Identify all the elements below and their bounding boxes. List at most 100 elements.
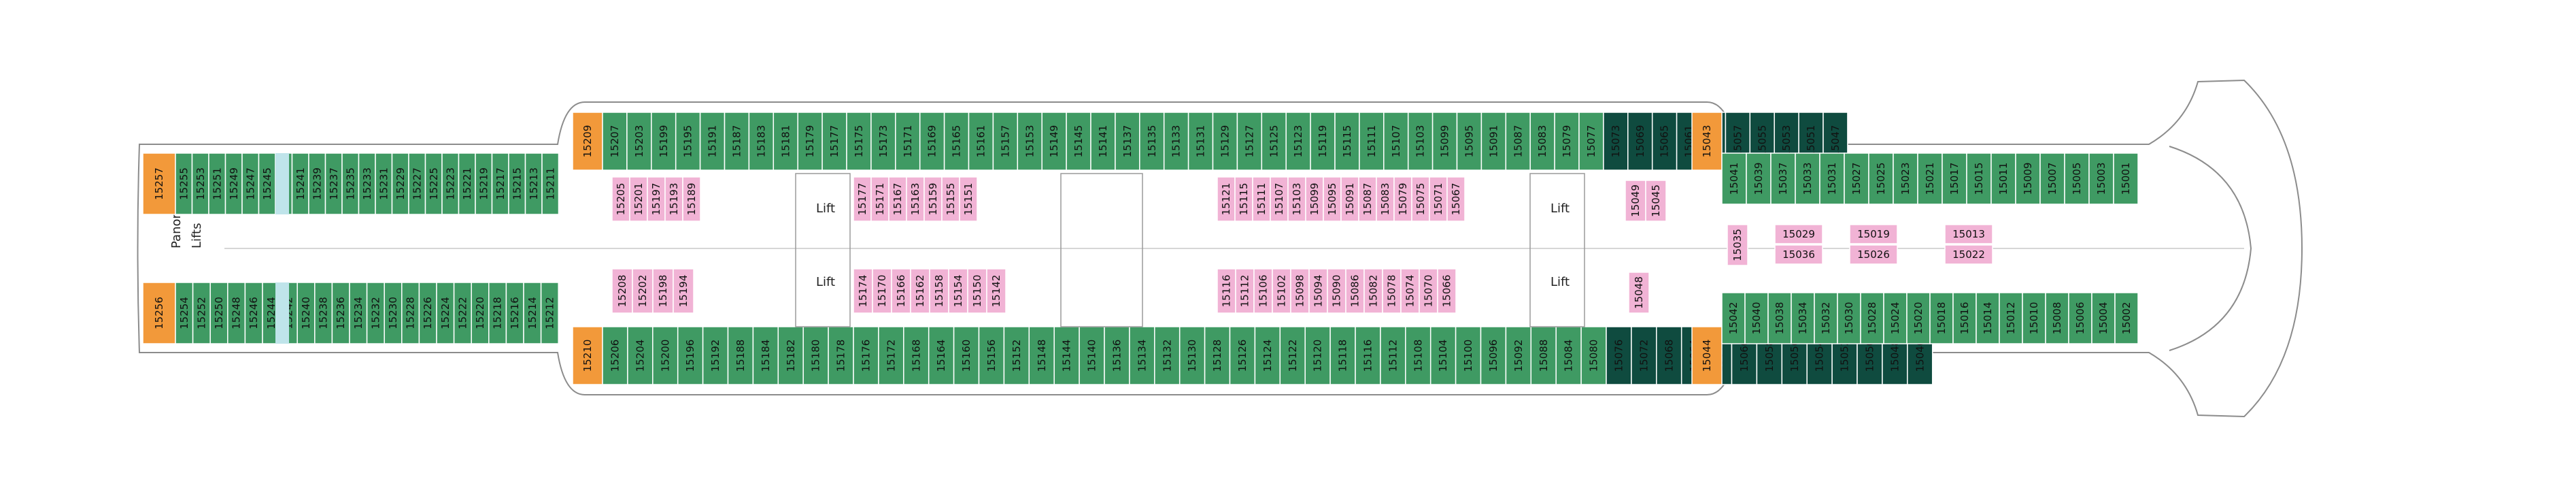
cabin[interactable]: 15249 [224,152,243,215]
cabin[interactable]: 15234 [349,282,368,344]
cabin-corner[interactable]: 15210 [572,326,603,385]
interior-cabin[interactable]: 15094 [1308,268,1328,314]
cabin[interactable]: 15200 [652,326,679,385]
cabin[interactable]: 15137 [1115,112,1140,171]
interior-cabin[interactable]: 15198 [652,268,674,314]
cabin[interactable]: 15218 [488,282,507,344]
cabin[interactable]: 15133 [1163,112,1189,171]
interior-cabin[interactable]: 15045 [1645,180,1667,222]
interior-cabin[interactable]: 15098 [1290,268,1310,314]
interior-cabin[interactable]: 15095 [1323,176,1342,222]
cabin[interactable]: 15250 [209,282,228,344]
cabin[interactable]: 15199 [651,112,677,171]
cabin[interactable]: 15099 [1431,112,1458,171]
cabin[interactable]: 15008 [2045,292,2069,344]
cabin[interactable]: 15228 [401,282,420,344]
cabin[interactable]: 15006 [2068,292,2092,344]
interior-cabin[interactable]: 15049 [1625,180,1646,222]
cabin[interactable]: 15226 [418,282,437,344]
cabin[interactable]: 15003 [2088,152,2114,205]
suite[interactable]: 15076 [1606,326,1632,385]
cabin[interactable]: 15011 [1990,152,2016,205]
interior-cabin[interactable]: 15121 [1217,176,1236,222]
cabin[interactable]: 15023 [1893,152,1918,205]
cabin[interactable]: 15220 [471,282,490,344]
cabin[interactable]: 15180 [802,326,829,385]
cabin[interactable]: 15149 [1041,112,1067,171]
interior-cabin[interactable]: 15083 [1376,176,1395,222]
cabin[interactable]: 15012 [1999,292,2023,344]
cabin[interactable]: 15095 [1456,112,1482,171]
interior-cabin[interactable]: 15174 [853,268,873,314]
cabin[interactable]: 15213 [524,152,543,215]
cabin[interactable]: 15042 [1721,292,1746,344]
cabin[interactable]: 15168 [903,326,930,385]
cabin[interactable]: 15020 [1906,292,1931,344]
cabin[interactable]: 15130 [1179,326,1206,385]
interior-cabin[interactable]: 15163 [906,176,925,222]
cabin[interactable]: 15009 [2015,152,2041,205]
cabin[interactable]: 15177 [821,112,847,171]
cabin[interactable]: 15119 [1310,112,1336,171]
interior-cabin[interactable]: 15166 [891,268,911,314]
cabin-corner[interactable]: 15044 [1691,326,1723,385]
cabin[interactable]: 15235 [341,152,360,215]
suite[interactable]: 15069 [1627,112,1653,171]
suite[interactable]: 15068 [1656,326,1682,385]
cabin[interactable]: 15004 [2091,292,2116,344]
cabin[interactable]: 15221 [458,152,476,215]
cabin[interactable]: 15092 [1505,326,1532,385]
interior-cabin[interactable]: 15013 [1944,224,1993,244]
cabin[interactable]: 15122 [1279,326,1306,385]
cabin[interactable]: 15104 [1429,326,1457,385]
cabin[interactable]: 15181 [773,112,798,171]
cabin[interactable]: 15032 [1814,292,1838,344]
cabin[interactable]: 15152 [1003,326,1030,385]
cabin[interactable]: 15217 [491,152,509,215]
cabin[interactable]: 15141 [1090,112,1116,171]
interior-cabin[interactable]: 15194 [673,268,694,314]
cabin[interactable]: 15144 [1053,326,1080,385]
cabin[interactable]: 15207 [602,112,628,171]
cabin[interactable]: 15124 [1254,326,1281,385]
cabin[interactable]: 15161 [968,112,994,171]
interior-cabin[interactable]: 15112 [1235,268,1255,314]
cabin[interactable]: 15216 [505,282,524,344]
cabin[interactable]: 15248 [227,282,246,344]
cabin-corner[interactable]: 15256 [142,282,176,344]
cabin[interactable]: 15135 [1139,112,1165,171]
cabin[interactable]: 15224 [436,282,455,344]
interior-cabin[interactable]: 15066 [1437,268,1457,314]
interior-cabin[interactable]: 15170 [872,268,892,314]
cabin[interactable]: 15229 [391,152,409,215]
cabin[interactable]: 15140 [1079,326,1105,385]
interior-cabin[interactable]: 15111 [1252,176,1271,222]
cabin[interactable]: 15204 [627,326,654,385]
cabin[interactable]: 15253 [191,152,209,215]
cabin[interactable]: 15028 [1860,292,1884,344]
interior-cabin[interactable]: 15150 [967,268,987,314]
cabin[interactable]: 15255 [175,152,193,215]
cabin[interactable]: 15132 [1154,326,1181,385]
cabin[interactable]: 15241 [291,152,309,215]
cabin[interactable]: 15120 [1304,326,1331,385]
cabin[interactable]: 15145 [1066,112,1091,171]
cabin-corner[interactable]: 15209 [572,112,603,171]
cabin[interactable]: 15184 [752,326,779,385]
cabin[interactable]: 15214 [523,282,542,344]
cabin[interactable]: 15160 [953,326,980,385]
cabin[interactable]: 15037 [1770,152,1796,205]
suite[interactable]: 15072 [1631,326,1657,385]
interior-cabin[interactable]: 15086 [1345,268,1365,314]
cabin[interactable]: 15225 [424,152,443,215]
interior-cabin[interactable]: 15102 [1272,268,1291,314]
cabin[interactable]: 15236 [331,282,350,344]
cabin[interactable]: 15031 [1819,152,1845,205]
cabin[interactable]: 15252 [192,282,211,344]
cabin[interactable]: 15007 [2039,152,2065,205]
cabin[interactable]: 15171 [895,112,921,171]
cabin[interactable]: 15118 [1329,326,1356,385]
cabin[interactable]: 15231 [375,152,393,215]
interior-cabin[interactable]: 15106 [1253,268,1273,314]
cabin[interactable]: 15125 [1261,112,1287,171]
